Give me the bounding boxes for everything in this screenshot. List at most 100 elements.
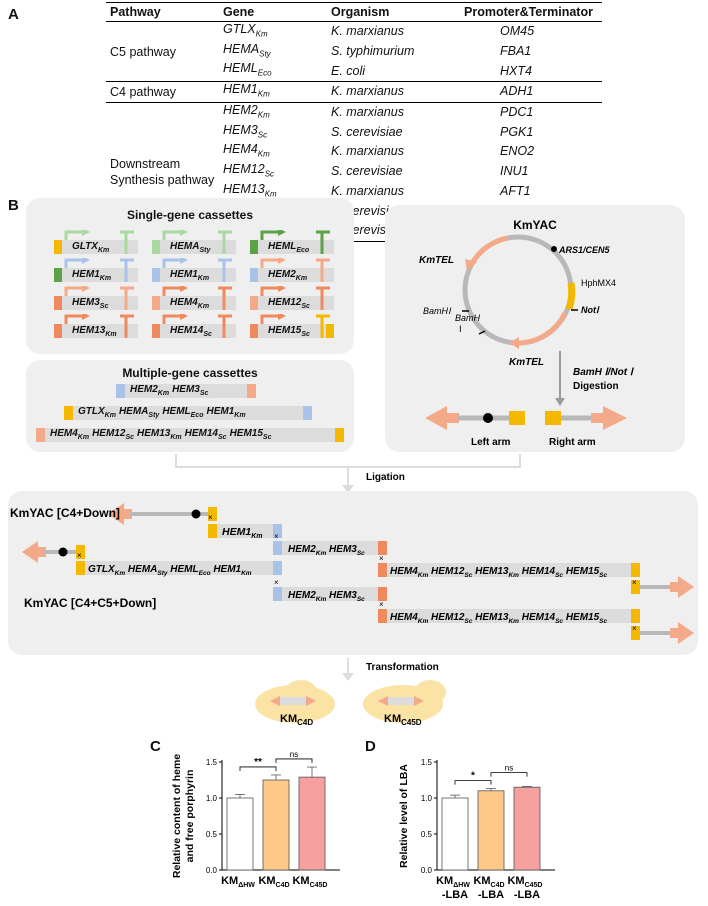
yeast-yac-1 xyxy=(280,697,306,705)
x-tick-label: KMC45D xyxy=(292,875,327,889)
y-tick-label: 0.0 xyxy=(421,866,433,875)
row4-bar xyxy=(387,563,631,577)
cell-gene: HEM4Km xyxy=(219,142,327,162)
gene-subscript: Km xyxy=(77,434,90,441)
bar xyxy=(226,797,254,871)
cell-organism: S. cerevisiae xyxy=(331,164,403,179)
assembly-box: KmYAC [C4+Down] HEM1Km × HEM2Km HEM3Sc ×… xyxy=(8,491,698,655)
single-cassette-label: HEM2Km xyxy=(268,269,307,282)
left-arm-kmtel xyxy=(425,406,459,430)
y-tick-label: 1.0 xyxy=(421,794,433,803)
cell-promoter: FBA1 xyxy=(500,43,532,58)
single-cassette-label: HEM1Km xyxy=(72,269,111,282)
gene-subscript: Sc xyxy=(301,331,310,338)
gene-subscript: Sty xyxy=(148,412,160,419)
gene-name: GLTX xyxy=(72,241,98,252)
y-tick-label: 0.0 xyxy=(206,866,218,875)
row7-right-hph xyxy=(631,626,640,640)
km-c4d-label: KMC4D xyxy=(280,713,313,727)
gene-subscript: Km xyxy=(197,303,210,310)
cell-promoter: INU1 xyxy=(500,164,529,179)
gene-subscript: Eco xyxy=(190,412,204,419)
cell-gene: GTLXKm xyxy=(219,22,327,42)
x-tick-label-suffix: -LBA xyxy=(514,889,540,901)
single-cassette-label: HEM13Km xyxy=(72,325,117,338)
row4-orange xyxy=(378,563,387,577)
column-header-promoter: Promoter&Terminator xyxy=(460,2,602,22)
gene-name: HEM13 xyxy=(223,181,265,196)
x-tick-label-suffix: -LBA xyxy=(478,889,504,901)
gene-subscript: Sty xyxy=(199,247,211,254)
gene-subscript: Km xyxy=(295,275,308,282)
single-cassette: GLTXKm xyxy=(50,228,142,256)
bamhi-label-1: BamHⅠ xyxy=(423,306,452,316)
row6-blue xyxy=(273,587,282,601)
transformation-label: Transformation xyxy=(366,662,439,673)
cassette-shape xyxy=(250,312,334,338)
c4down-kmtel xyxy=(108,503,132,525)
gene-subscript: Km xyxy=(257,89,270,99)
cell-gene: HEM1Km xyxy=(219,81,327,103)
cell-organism: S. cerevisiae xyxy=(331,124,403,139)
kmtel-label-bottom: KmTEL xyxy=(509,357,544,368)
junction-x-2: × xyxy=(274,532,279,541)
bamhi-tick-2 xyxy=(478,330,486,335)
cassette-left-marker xyxy=(36,428,45,442)
single-cassette-label: GLTXKm xyxy=(72,241,109,254)
panel-label-b: B xyxy=(8,197,19,214)
gene-subscript: Sc xyxy=(99,303,109,310)
bamh-label-2: BamH xyxy=(455,313,481,323)
gene-subscript: Sc xyxy=(203,331,212,338)
c5-bar xyxy=(85,561,273,575)
km-c45d-label: KMC45D xyxy=(384,713,422,727)
cell-gene: HEMLEco xyxy=(219,61,327,83)
row7-right-kmtel xyxy=(670,622,694,644)
cell-promoter: HXT4 xyxy=(460,61,602,83)
yeast-yac-1-right xyxy=(306,696,316,706)
ars-marker xyxy=(551,246,557,252)
cell-promoter: PGK1 xyxy=(500,124,534,139)
significance-label: ** xyxy=(254,757,262,768)
row3-blue xyxy=(273,541,282,555)
cell-organism: E. coli xyxy=(327,61,460,83)
gene-name: GTLX xyxy=(78,406,105,417)
gene-name: HEM2 xyxy=(130,384,158,395)
row4-right-kmtel xyxy=(670,576,694,598)
cassette-shape xyxy=(152,256,236,282)
gene-subscript: Sc xyxy=(301,303,310,310)
c4-hem1-bar xyxy=(217,524,273,538)
multiple-gene-title: Multiple-gene cassettes xyxy=(122,366,258,380)
junction-x-4: × xyxy=(632,578,637,587)
significance-bracket xyxy=(275,758,313,763)
gene-name: HEM1 xyxy=(170,269,198,280)
cell-organism: K. marxianus xyxy=(331,105,404,120)
x-tick-label: KMΔHW xyxy=(436,875,470,889)
c5-label: GTLXKm HEMASty HEMLEco HEM1Km xyxy=(88,564,252,577)
x-tick-label: KMC45D xyxy=(507,875,542,889)
gene-subscript: Eco xyxy=(296,247,310,254)
row4-yellow xyxy=(631,563,640,577)
ligation-bracket xyxy=(175,454,521,468)
gene-subscript: Sty xyxy=(259,49,271,59)
single-cassette: HEM3Sc xyxy=(50,284,142,312)
gene-name: HEMA xyxy=(170,241,200,252)
chart-d: 0.00.51.01.5*nsKMΔHW-LBAKMC4D-LBAKMC45D-… xyxy=(398,758,555,901)
cell-promoter: PDC1 xyxy=(500,105,534,120)
gene-subscript: Km xyxy=(105,331,117,338)
single-cassette: HEM4Km xyxy=(148,284,240,312)
row3-label: HEM2Km HEM3Sc xyxy=(288,544,365,557)
kmyac-box: KmYAC KmTEL ARS1/CEN5 HphMX4 NotⅠ BamHⅠ … xyxy=(385,205,685,452)
row7-yellow xyxy=(631,609,640,623)
gene-name: HEM4 xyxy=(170,297,198,308)
panel-label-d: D xyxy=(365,738,376,755)
c4down-hph xyxy=(208,507,217,521)
bar xyxy=(298,776,326,871)
single-cassette: HEM14Sc xyxy=(148,312,240,340)
cell-organism: K. marxianus xyxy=(331,183,404,198)
